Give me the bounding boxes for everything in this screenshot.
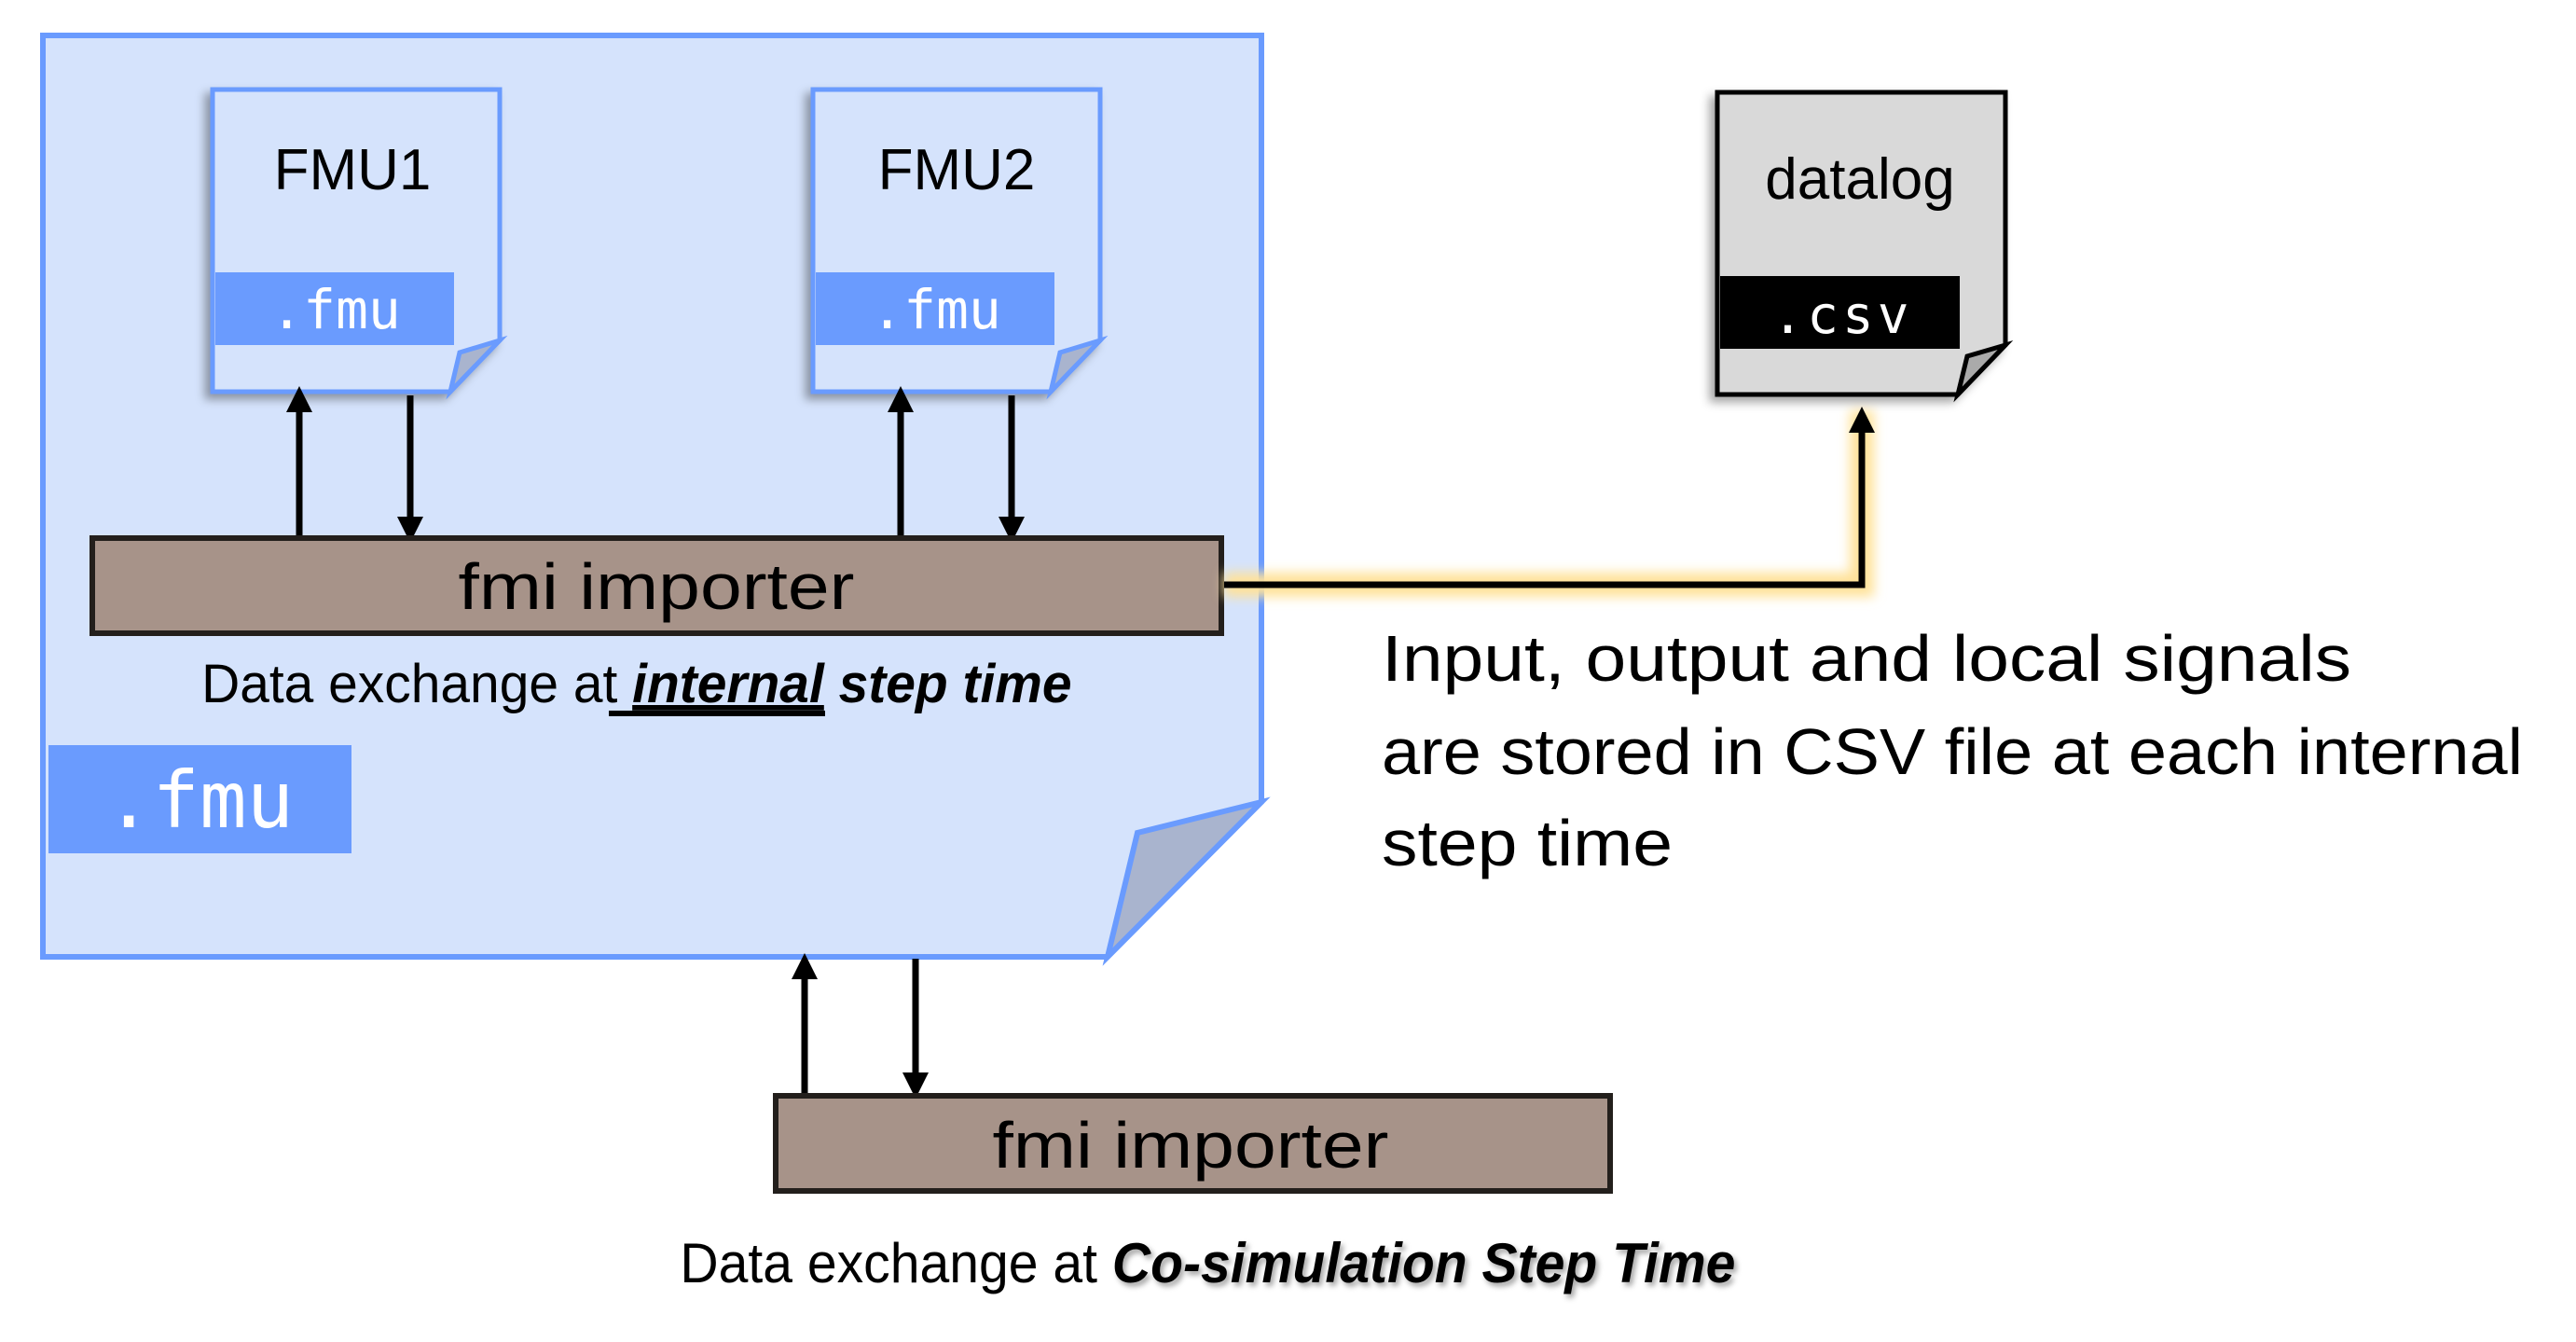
datalog-title: datalog <box>1765 147 1954 212</box>
outer-importer-arrows <box>792 953 929 1099</box>
fmu2-fold <box>1046 335 1109 400</box>
internal-underline <box>609 711 825 716</box>
outer-importer-label: fmi importer <box>993 1109 1389 1182</box>
inner-importer-box <box>90 535 1224 636</box>
cosim-step-caption-emphasis: Co-simulation Step Time <box>1112 1232 1735 1294</box>
datalog-badge <box>1720 276 1960 349</box>
fmu1-fold <box>446 335 508 400</box>
fmu2-badge <box>816 272 1054 345</box>
datalog-document[interactable]: datalog .csv <box>1715 90 2014 403</box>
outer-importer[interactable]: fmi importer <box>773 1093 1613 1194</box>
internal-step-caption-prefix: Data exchange at <box>201 654 632 714</box>
fmu2-page <box>810 87 1103 394</box>
fmu-importer-arrows <box>286 386 1025 543</box>
fmu2-title: FMU2 <box>878 138 1036 202</box>
inner-importer[interactable]: fmi importer <box>90 535 1224 636</box>
csv-note-line-2: are stored in CSV file at each internal <box>1382 715 2523 788</box>
csv-note: Input, output and local signals are stor… <box>1382 622 2523 879</box>
inner-importer-label: fmi importer <box>459 550 855 623</box>
outer-fmu-fold <box>1102 796 1271 966</box>
fmu2-document[interactable]: FMU2 .fmu <box>810 87 1109 400</box>
csv-note-line-1: Input, output and local signals <box>1382 622 2351 695</box>
fmu1-badge <box>215 272 454 345</box>
datalog-page <box>1715 90 2008 397</box>
cosim-step-caption-prefix: Data exchange at <box>680 1232 1112 1294</box>
cosim-step-caption: Data exchange at Co-simulation Step Time <box>606 1232 1780 1294</box>
fmu1-title: FMU1 <box>274 138 432 202</box>
fmu1-document[interactable]: FMU1 .fmu <box>210 87 508 400</box>
fmu2-badge-label: .fmu <box>871 278 1001 341</box>
outer-fmu-badge-label: .fmu <box>105 754 294 846</box>
datalog-fold <box>1953 339 2014 403</box>
internal-step-caption: Data exchange at internal step time <box>128 654 1116 714</box>
outer-importer-box <box>773 1093 1613 1194</box>
fmu1-badge-label: .fmu <box>270 278 401 341</box>
internal-step-caption-suffix: step time <box>824 654 1072 714</box>
datalog-connection <box>1224 407 1875 597</box>
csv-note-line-3: step time <box>1382 807 1673 879</box>
datalog-connection-line <box>1224 407 1875 588</box>
fmu1-page <box>210 87 503 394</box>
datalog-badge-label: .csv <box>1772 285 1913 346</box>
datalog-connection-glow <box>1224 410 1874 597</box>
internal-step-caption-emphasis: internal <box>632 654 825 714</box>
outer-fmu-badge <box>48 745 351 853</box>
